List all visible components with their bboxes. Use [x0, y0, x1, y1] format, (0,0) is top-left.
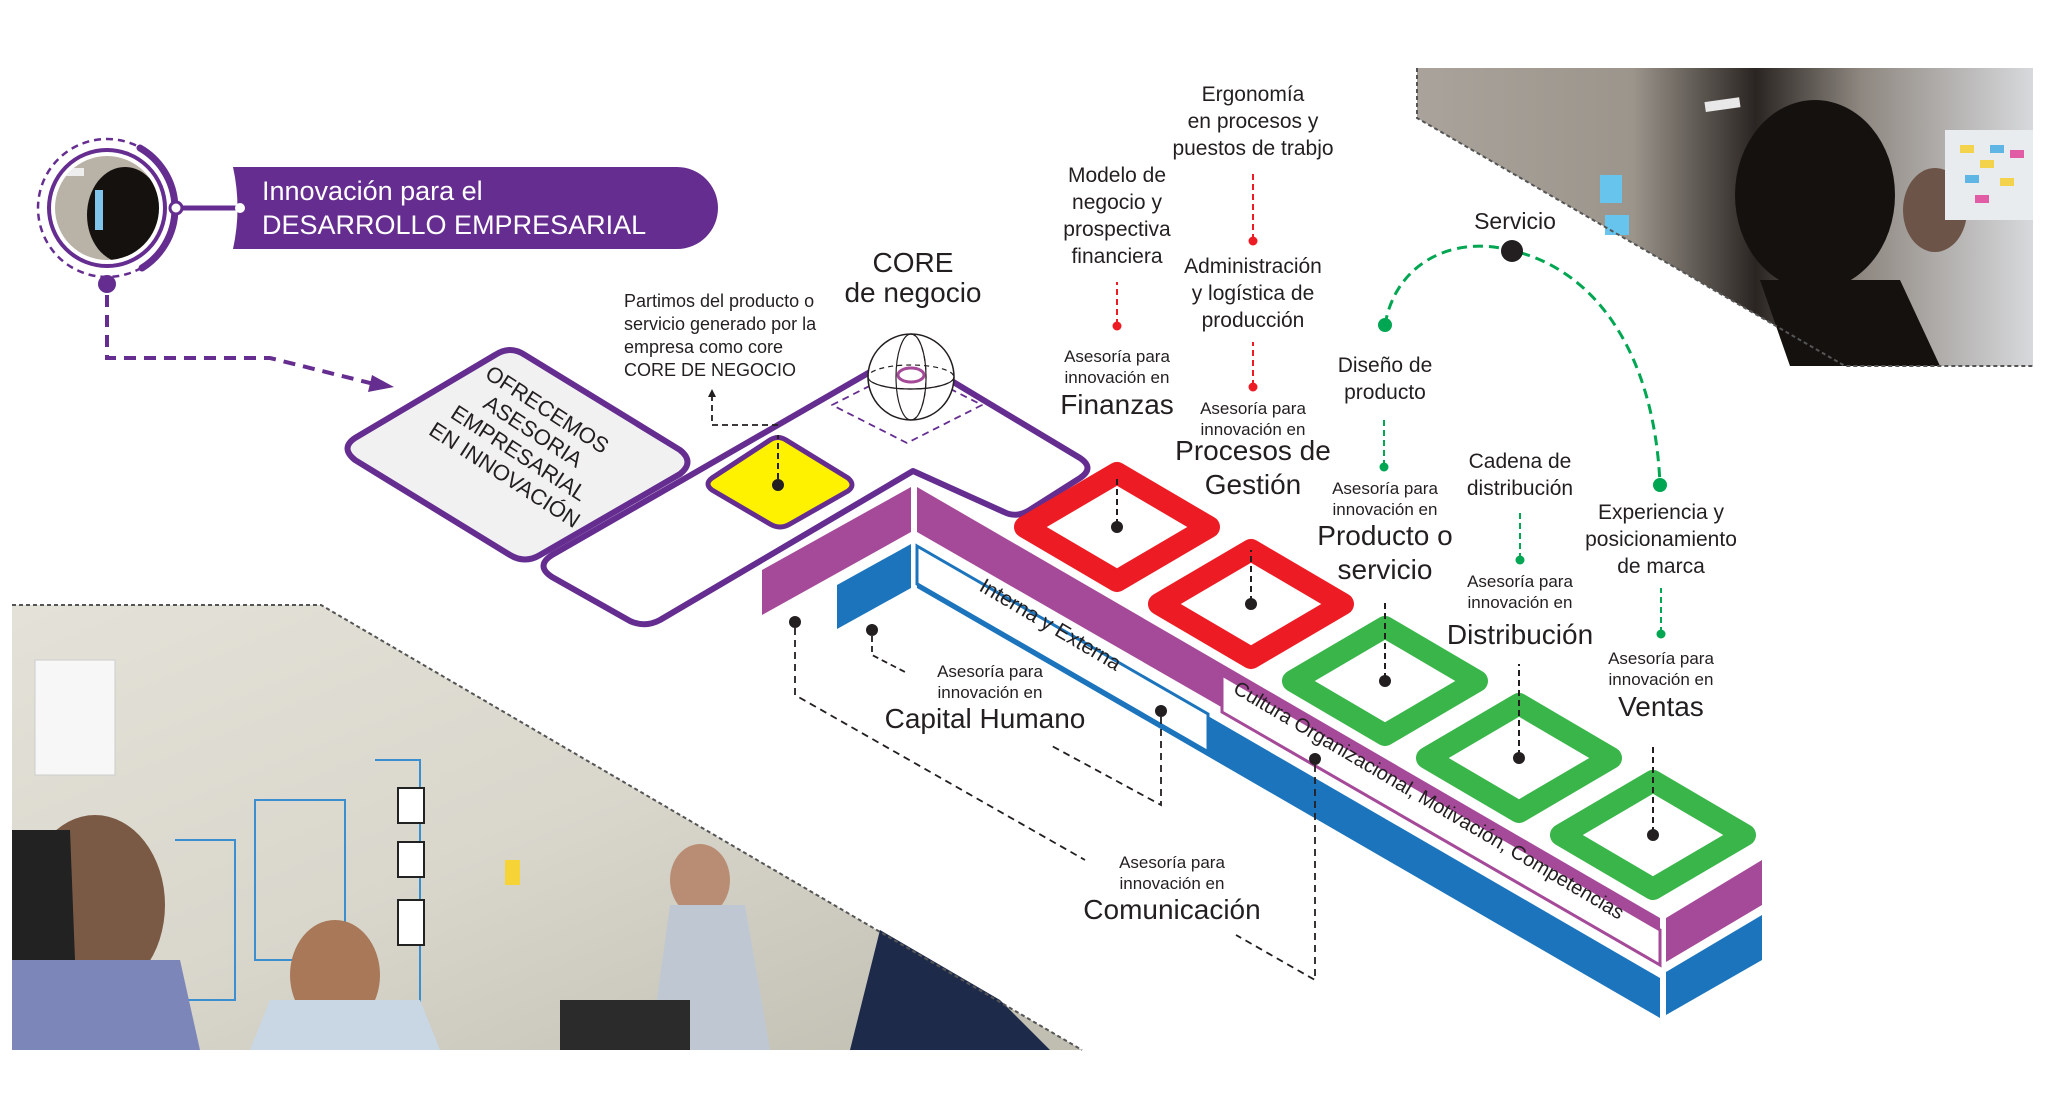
comunicacion-prefix-1: Asesoría para	[1119, 853, 1225, 872]
procesos-prefix-1: Asesoría para	[1200, 399, 1306, 418]
area-diamond-dot-producto	[1379, 675, 1391, 687]
avatar-ring	[47, 148, 167, 268]
core-note-2: servicio generado por la	[624, 314, 817, 334]
producto-name-1: Producto o	[1317, 520, 1452, 551]
producto-prefix-2: innovación en	[1333, 500, 1438, 519]
isometric-bands	[762, 487, 1762, 1018]
capital-humano-name: Capital Humano	[885, 703, 1086, 734]
finanzas-prefix-1: Asesoría para	[1064, 347, 1170, 366]
distribucion-outcome-2: distribución	[1467, 477, 1573, 500]
procesos-outcome-b-3: puestos de trabjo	[1172, 137, 1333, 160]
header: Innovación para el DESARROLLO EMPRESARIA…	[36, 137, 718, 392]
connectors	[789, 172, 1667, 982]
title-line-1: Innovación para el	[262, 176, 483, 206]
area-diamonds	[1014, 462, 1756, 900]
core-labels: CORE de negocio Partimos del producto o …	[624, 247, 982, 380]
core-title-2: de negocio	[844, 277, 981, 308]
finanzas-outcome-2: negocio y	[1072, 191, 1162, 214]
distribucion-prefix-2: innovación en	[1468, 593, 1573, 612]
procesos-outcome-a-1: Administración	[1184, 255, 1322, 278]
ventas-outcome-2: posicionamiento	[1585, 528, 1737, 551]
title-pill	[233, 167, 718, 249]
title-line-2: DESARROLLO EMPRESARIAL	[262, 210, 646, 240]
offer-box: OFRECEMOS ASESORIA EMPRESARIAL EN INNOVA…	[344, 347, 691, 563]
finanzas-outcome-3: prospectiva	[1063, 218, 1171, 241]
producto-prefix-1: Asesoría para	[1332, 479, 1438, 498]
finanzas-outcome-1: Modelo de	[1068, 164, 1166, 187]
servicio-label: Servicio	[1474, 208, 1556, 234]
photo-bottom-left	[12, 604, 1083, 1051]
ventas-name: Ventas	[1618, 691, 1704, 722]
header-connector-arrow	[105, 295, 379, 387]
ventas-prefix-1: Asesoría para	[1608, 649, 1714, 668]
core-note-1: Partimos del producto o	[624, 291, 814, 311]
finanzas-outcome-4: financiera	[1071, 245, 1162, 268]
producto-outcome-2: producto	[1344, 381, 1426, 404]
finanzas-name: Finanzas	[1060, 389, 1174, 420]
ventas-outcome-1: Experiencia y	[1598, 501, 1725, 524]
capital-prefix-2: innovación en	[938, 683, 1043, 702]
comunicacion-prefix-2: innovación en	[1120, 874, 1225, 893]
distribucion-prefix-1: Asesoría para	[1467, 572, 1573, 591]
finanzas-prefix-2: innovación en	[1065, 368, 1170, 387]
area-diamond-dot-ventas	[1647, 829, 1659, 841]
producto-outcome-1: Diseño de	[1338, 354, 1433, 377]
core-platform	[540, 333, 1091, 628]
area-diamond-dot-procesos	[1245, 598, 1257, 610]
bottom-area-labels: Asesoría para innovación en Capital Huma…	[885, 662, 1261, 925]
ventas-prefix-2: innovación en	[1609, 670, 1714, 689]
procesos-prefix-2: innovación en	[1201, 420, 1306, 439]
core-title-1: CORE	[873, 247, 954, 278]
procesos-outcome-b-2: en procesos y	[1188, 110, 1319, 133]
distribucion-name: Distribución	[1447, 619, 1593, 650]
procesos-name-1: Procesos de	[1175, 435, 1331, 466]
globe-icon	[867, 333, 955, 421]
procesos-outcome-a-2: y logística de	[1192, 282, 1315, 305]
core-note-connector	[711, 395, 778, 426]
core-note-3: empresa como core	[624, 337, 783, 357]
comunicacion-name: Comunicación	[1083, 894, 1260, 925]
distribucion-outcome-1: Cadena de	[1469, 450, 1572, 473]
procesos-outcome-a-3: producción	[1202, 309, 1305, 332]
producto-name-2: servicio	[1338, 554, 1433, 585]
photo-top-right	[1416, 68, 2033, 367]
capital-prefix-1: Asesoría para	[937, 662, 1043, 681]
area-diamond-dot-finanzas	[1111, 521, 1123, 533]
servicio-arc	[1383, 244, 1662, 486]
avatar-photo	[55, 156, 159, 260]
area-diamond-dot-distribucion	[1513, 752, 1525, 764]
ventas-outcome-3: de marca	[1617, 555, 1705, 578]
core-note-4: CORE DE NEGOCIO	[624, 360, 796, 380]
procesos-name-2: Gestión	[1205, 469, 1302, 500]
area-labels: Asesoría para innovación en Finanzas Mod…	[1060, 83, 1737, 722]
procesos-outcome-b-1: Ergonomía	[1202, 83, 1305, 106]
